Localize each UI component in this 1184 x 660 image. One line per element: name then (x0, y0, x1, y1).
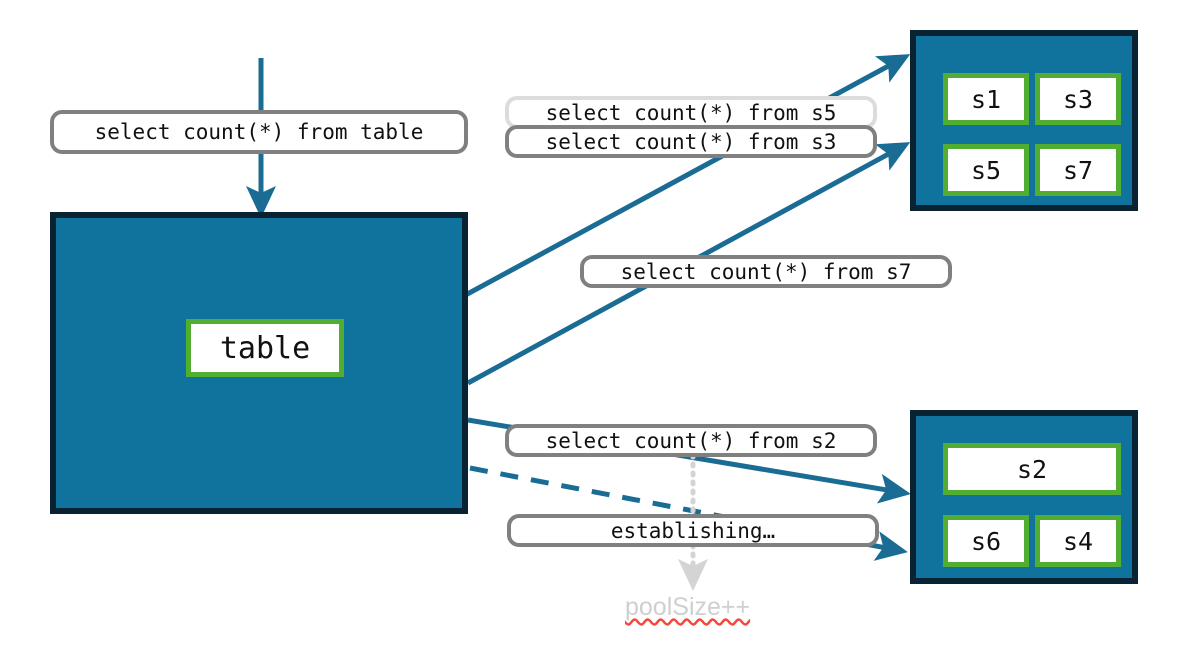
server-node-s7[interactable]: s7 (1035, 144, 1121, 196)
server-pool-bottom: s2 s6 s4 (910, 410, 1138, 584)
server-node-s5[interactable]: s5 (943, 144, 1029, 196)
query-label-s2[interactable]: select count(*) from s2 (505, 424, 877, 457)
server-node-s1[interactable]: s1 (943, 73, 1029, 125)
server-node-s3[interactable]: s3 (1035, 73, 1121, 125)
query-label-s3[interactable]: select count(*) from s3 (505, 125, 877, 158)
annotation-poolsize: poolSize++ (625, 593, 751, 621)
table-pool: table (50, 212, 468, 514)
query-label-table[interactable]: select count(*) from table (50, 110, 468, 154)
server-pool-top: s1 s3 s5 s7 (910, 30, 1138, 211)
server-node-s6[interactable]: s6 (943, 515, 1029, 567)
server-node-s4[interactable]: s4 (1035, 515, 1121, 567)
query-label-establishing[interactable]: establishing… (507, 514, 879, 547)
server-node-s2[interactable]: s2 (943, 443, 1121, 495)
query-label-s5[interactable]: select count(*) from s5 (505, 96, 877, 129)
table-node[interactable]: table (186, 319, 344, 377)
query-label-s7[interactable]: select count(*) from s7 (580, 255, 952, 288)
